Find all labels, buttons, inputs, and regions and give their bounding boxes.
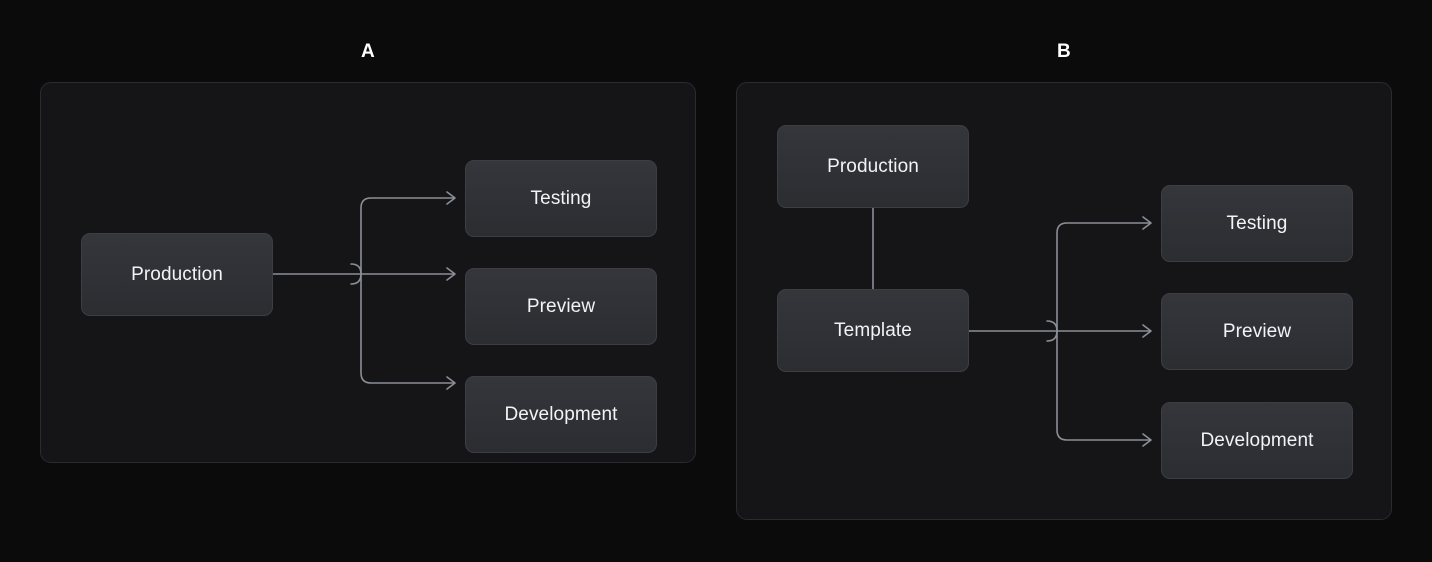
node-testing[interactable]: Testing: [1161, 185, 1353, 262]
junction-curve-top: [350, 263, 362, 275]
node-preview[interactable]: Preview: [465, 268, 657, 345]
node-label: Development: [504, 403, 618, 425]
edge-production-development: [360, 273, 455, 384]
node-label: Preview: [1222, 320, 1292, 342]
edge-template-testing: [1056, 222, 1151, 332]
junction-curve-top: [1046, 320, 1058, 332]
panel-label-a: A: [361, 41, 375, 62]
node-label: Development: [1200, 429, 1314, 451]
junction-curve-bottom: [350, 273, 362, 285]
node-testing[interactable]: Testing: [465, 160, 657, 237]
panel-group-b: B P: [736, 42, 1392, 520]
node-template[interactable]: Template: [777, 289, 969, 372]
node-production[interactable]: Production: [81, 233, 273, 316]
arrowhead-testing: [1142, 216, 1152, 230]
node-label: Template: [834, 319, 912, 341]
panel-group-a: A Production: [40, 42, 696, 463]
arrowhead-development: [1142, 433, 1152, 447]
arrowhead-testing: [446, 191, 456, 205]
edge-template-development: [1056, 330, 1151, 441]
node-label: Preview: [526, 295, 596, 317]
node-label: Testing: [1226, 212, 1288, 234]
node-label: Production: [131, 263, 223, 285]
node-development[interactable]: Development: [1161, 402, 1353, 479]
arrowhead-preview: [1142, 324, 1152, 338]
junction-curve-bottom: [1046, 330, 1058, 342]
node-preview[interactable]: Preview: [1161, 293, 1353, 370]
panel-b: Production Template Testing Preview Deve…: [736, 82, 1392, 520]
node-development[interactable]: Development: [465, 376, 657, 453]
node-label: Testing: [530, 187, 592, 209]
edge-production-testing: [360, 197, 455, 275]
node-label: Production: [827, 155, 919, 177]
panel-label-b: B: [1057, 41, 1071, 62]
node-production[interactable]: Production: [777, 125, 969, 208]
arrowhead-development: [446, 376, 456, 390]
panel-a: Production Testing Preview Development: [40, 82, 696, 463]
arrowhead-preview: [446, 267, 456, 281]
